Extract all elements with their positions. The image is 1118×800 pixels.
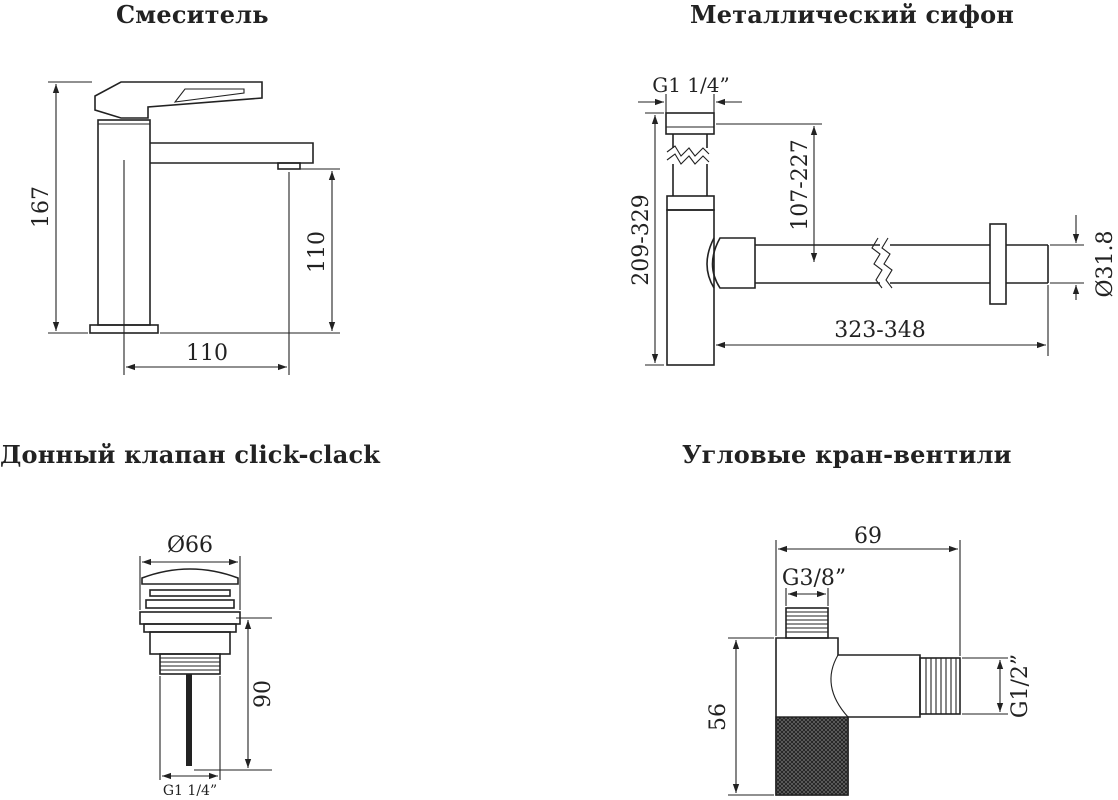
valve-cap — [141, 568, 239, 585]
angle-valve-title: Угловые кран-вентили — [682, 440, 1012, 469]
angle-valve-drawing: 69 G3/8” 56 G1/2” — [706, 524, 1033, 796]
mixer-aerator — [277, 162, 301, 170]
mixer-spout-height-label: 110 — [305, 231, 330, 273]
valve-title: Донный клапан click-clack — [0, 440, 381, 469]
angle-valve-side-thread — [919, 657, 961, 715]
angle-valve-height-label: 56 — [706, 703, 731, 731]
angle-valve-width-label: 69 — [854, 524, 882, 549]
siphon-drawing: G1 1/4” 209-329 107-227 323-348 Ø31.8 — [629, 73, 1118, 366]
angle-valve-handle — [775, 716, 849, 796]
siphon-flange — [989, 223, 1007, 305]
valve-stem — [186, 674, 192, 766]
mixer-spout — [150, 142, 314, 164]
mixer-lever-slot — [173, 88, 245, 103]
mixer-height-label: 167 — [29, 186, 54, 228]
valve-drawing: Ø66 90 G1 1/4” — [139, 533, 276, 799]
siphon-thread-label: G1 1/4” — [652, 73, 729, 97]
valve-height-label: 90 — [251, 680, 276, 708]
mixer-title: Смеситель — [116, 0, 269, 29]
siphon-body — [666, 209, 715, 366]
valve-thread — [159, 653, 221, 675]
siphon-height-label: 209-329 — [629, 194, 654, 285]
mixer-lever — [94, 81, 263, 119]
angle-valve-side-thread-label: G1/2” — [1008, 654, 1033, 718]
siphon-inlet-height-label: 107-227 — [788, 139, 813, 230]
mixer-drawing: 167 110 110 — [29, 81, 340, 375]
siphon-title: Металлический сифон — [690, 0, 1015, 29]
angle-valve-top-thread-label: G3/8” — [782, 566, 846, 591]
valve-diameter-label: Ø66 — [167, 533, 213, 558]
mixer-reach-label: 110 — [186, 341, 228, 366]
siphon-collar — [666, 195, 715, 211]
siphon-top-nut — [665, 112, 715, 135]
siphon-diameter-label: Ø31.8 — [1093, 230, 1118, 297]
siphon-elbow — [706, 237, 715, 289]
siphon-length-label: 323-348 — [834, 318, 925, 343]
valve-thread-label: G1 1/4” — [163, 783, 217, 799]
